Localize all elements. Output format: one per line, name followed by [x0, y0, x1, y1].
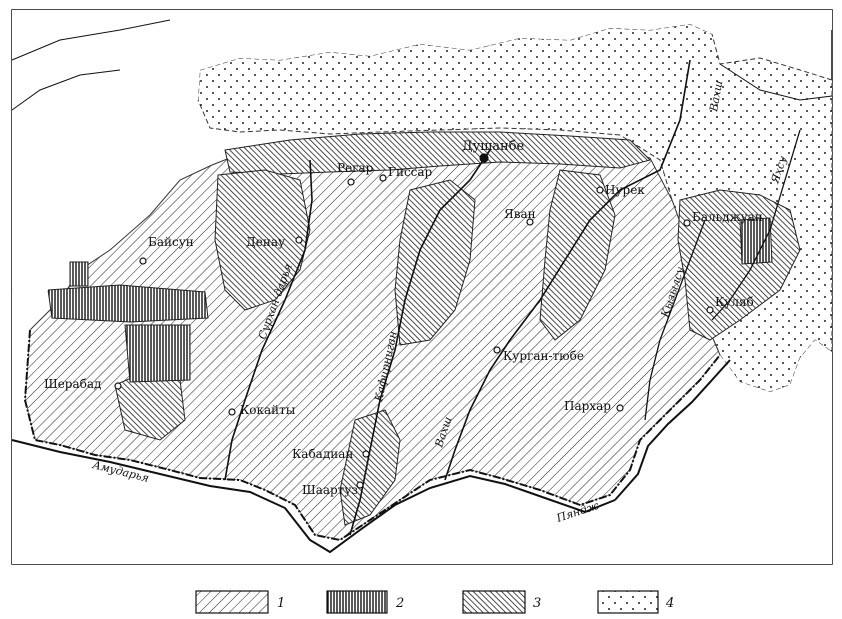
- city-marker-kulyab: [706, 306, 714, 314]
- legend-item-1: 1: [195, 590, 285, 614]
- zone-ridge-teravach: [539, 169, 616, 341]
- city-label-baldzhuan: Бальджуан: [692, 210, 763, 224]
- legend-label-3: 3: [533, 596, 541, 611]
- legend-item-4: 4: [597, 590, 674, 614]
- area-outside-nw: [12, 10, 832, 290]
- legend-item-3: 3: [462, 590, 541, 614]
- city-marker-kurgantyube: [493, 346, 501, 354]
- city-marker-kabadian: [362, 450, 370, 458]
- city-labels: Байсун Денау Регар Гиссар Душанбе Нурек …: [44, 139, 763, 497]
- zone-ridge-babatag: [214, 169, 311, 311]
- city-label-shaartuz: Шаартуз: [302, 483, 358, 497]
- city-label-kokayty: Кокайты: [240, 403, 296, 417]
- city-label-yavan: Яван: [504, 207, 536, 221]
- legend-swatch-3: [462, 590, 526, 614]
- zone-ridge-gissar: [224, 131, 651, 175]
- river-nw-2: [11, 69, 121, 111]
- river-nw-1: [11, 19, 171, 61]
- legend-label-4: 4: [665, 596, 674, 611]
- river-surkhandarya: [224, 159, 313, 481]
- city-marker-gissar: [379, 174, 387, 182]
- city-label-nurek: Нурек: [605, 183, 645, 197]
- city-label-dushanbe: Душанбе: [462, 139, 525, 154]
- city-marker-nurek: [596, 186, 604, 194]
- zone-vertical-1: [47, 284, 209, 323]
- river-yakhsu: [711, 129, 801, 321]
- city-label-regar: Регар: [337, 161, 374, 175]
- river-kyzylsu: [644, 219, 706, 421]
- zone-vertical-2: [124, 324, 191, 383]
- city-marker-regar: [347, 178, 355, 186]
- legend: 1 2 3 4: [195, 590, 674, 614]
- city-label-parkhar: Пархар: [564, 399, 611, 413]
- legend-swatch-1: [195, 590, 269, 614]
- legend-label-2: 2: [395, 596, 404, 611]
- river-kafirnigan: [349, 149, 491, 536]
- city-label-kabadian: Кабадиан: [292, 447, 353, 461]
- river-label-vakhsh-upper: Вахш: [707, 79, 725, 113]
- river-vakhsh: [444, 59, 691, 481]
- city-marker-shaartuz: [356, 481, 364, 489]
- city-label-kurgantyube: Курган-тюбе: [503, 349, 584, 363]
- city-marker-dushanbe: [479, 153, 489, 163]
- city-markers: [114, 153, 714, 489]
- zone-vertical-4: [739, 217, 773, 265]
- zone-ridge-aktau: [394, 179, 476, 346]
- zone-ridge-south: [339, 409, 401, 526]
- city-marker-kokayty: [228, 408, 236, 416]
- legend-swatch-2: [326, 590, 388, 614]
- legend-item-2: 2: [326, 590, 404, 614]
- city-marker-parkhar: [616, 404, 624, 412]
- city-label-gissar: Гиссар: [388, 165, 433, 179]
- city-marker-baldzhuan: [683, 219, 691, 227]
- river-ne: [719, 63, 833, 101]
- city-marker-denau: [295, 236, 303, 244]
- river-pyandzh: [614, 359, 731, 501]
- legend-label-1: 1: [277, 596, 285, 611]
- legend-swatch-4: [597, 590, 659, 614]
- city-marker-yavan: [526, 218, 534, 226]
- city-label-kulyab: Куляб: [715, 295, 754, 309]
- city-label-denau: Денау: [246, 235, 285, 249]
- zone-vertical-3: [69, 261, 89, 287]
- state-border: [23, 329, 721, 542]
- city-marker-baysun: [139, 257, 147, 265]
- city-marker-sherabad: [114, 382, 122, 390]
- river-amudarya: [11, 439, 616, 554]
- area-outside-sw: [12, 230, 832, 564]
- city-label-baysun: Байсун: [148, 235, 194, 249]
- city-label-sherabad: Шерабад: [44, 377, 101, 391]
